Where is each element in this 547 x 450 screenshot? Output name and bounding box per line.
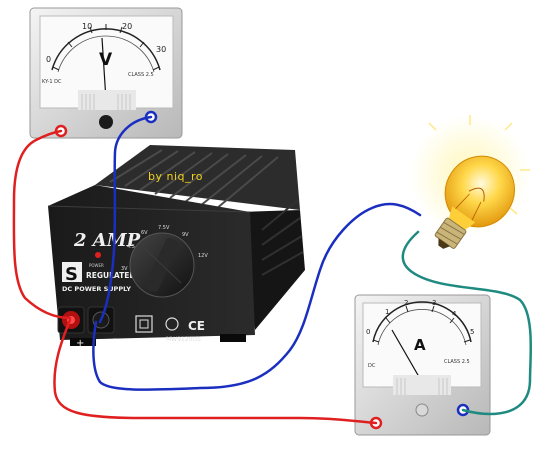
bulb-rays-icon <box>428 115 530 215</box>
voltmeter-zero-adjust-screw[interactable] <box>99 115 113 129</box>
ammeter-scale-3: 3 <box>432 299 436 307</box>
knob-mark-6v: 6V <box>141 230 148 236</box>
ammeter-scale-2: 2 <box>404 299 408 307</box>
voltmeter-needle <box>101 37 107 101</box>
voltmeter-ticks <box>52 24 160 71</box>
voltmeter-scale-2: 20 <box>122 22 132 31</box>
voltmeter-unit: V <box>99 50 113 70</box>
ammeter-scale-4: 4 <box>452 310 457 318</box>
knob-mark-3v: 3V <box>121 266 128 272</box>
knob-mark-12v: 12V <box>198 253 208 259</box>
psu-rating: 2 AMP <box>73 230 141 251</box>
power-led <box>95 252 101 258</box>
ammeter-needle <box>391 329 423 383</box>
psu-model: MW9120GS <box>166 336 201 343</box>
knob-mark-4-5v: 4.5 <box>127 244 135 250</box>
psu-ce-mark: CE <box>188 319 205 333</box>
red-wire-psu-to-voltmeter <box>12 129 72 320</box>
voltmeter-scale-3: 30 <box>156 45 166 54</box>
ammeter-scale-0: 0 <box>366 328 370 336</box>
wires <box>12 115 533 425</box>
psu-minus-symbol: − <box>112 334 120 345</box>
ammeter-scale-5: 5 <box>470 328 474 336</box>
psu-brand-letter: S <box>65 264 78 285</box>
voltmeter-spec-left: KY-1 DC <box>42 79 62 85</box>
power-led-label: POWER <box>89 263 104 268</box>
ammeter-spec-right: CLASS 2.5 <box>444 359 470 365</box>
ammeter-spec-left: DC <box>368 363 376 369</box>
red-wire-psu-to-ammeter <box>53 318 378 425</box>
voltmeter: 0 10 20 30 V KY-1 DC CLASS 2.5 <box>29 7 183 139</box>
voltmeter-spec-right: CLASS 2.5 <box>128 72 154 78</box>
psu-plus-symbol: + <box>76 338 84 349</box>
double-insulation-symbol <box>135 315 153 333</box>
ammeter-unit: A <box>414 336 426 354</box>
voltmeter-scale-1: 10 <box>82 22 92 31</box>
voltmeter-scale-0: 0 <box>46 55 51 64</box>
ammeter-scale-1: 1 <box>385 308 389 316</box>
author-watermark: by niq_ro <box>148 170 204 183</box>
voltage-selector-knob[interactable] <box>129 232 195 298</box>
ammeter: 0 1 2 3 4 5 A DC CLASS 2.5 <box>354 294 491 436</box>
teal-wire-lamp-to-ammeter <box>401 230 533 416</box>
blue-wire-psu-to-voltmeter <box>98 115 153 324</box>
light-bulb <box>410 115 530 249</box>
psu-label-line2: DC POWER SUPPLY <box>62 285 131 293</box>
blue-wire-psu-to-lamp <box>92 202 422 391</box>
certification-symbol <box>165 317 179 331</box>
power-supply: 2 AMP S REGULATED DC POWER SUPPLY POWER … <box>47 145 305 349</box>
knob-mark-7-5v: 7.5V <box>158 225 170 231</box>
ammeter-zero-adjust-screw[interactable] <box>415 403 429 417</box>
psu-brand-logo: S <box>62 262 82 285</box>
knob-mark-9v: 9V <box>182 232 189 238</box>
